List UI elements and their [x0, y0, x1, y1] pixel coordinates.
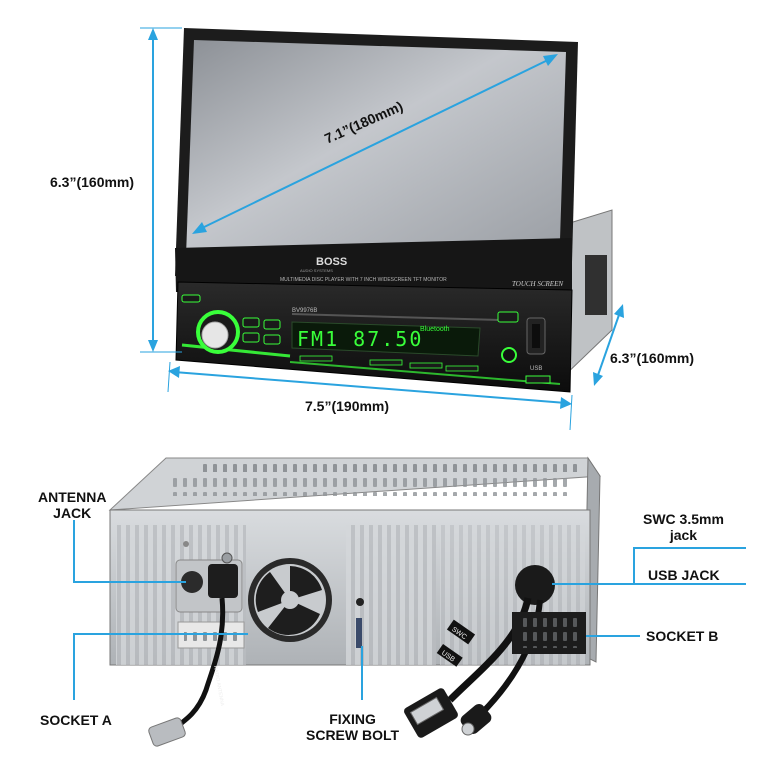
fixing-rail	[356, 618, 362, 648]
socket-a-callout-line	[73, 633, 248, 700]
swc-jack-label: SWC 3.5mm jack	[643, 511, 724, 543]
fan-blade-1	[290, 566, 322, 600]
fixing-screw-bolt-label-line1: FIXING	[329, 711, 376, 727]
antenna-plug	[148, 717, 186, 747]
height-dimension-label: 6.3”(160mm)	[50, 174, 135, 190]
sel-button[interactable]	[525, 375, 551, 384]
antenna-jack	[181, 571, 203, 593]
swc-usb-grommet	[515, 565, 555, 605]
antenna-cable-tag: RADIO ANTENNA	[212, 665, 225, 707]
diagonal-arrow-start	[192, 222, 207, 234]
height-arrow-top	[148, 28, 158, 40]
usb-label: USB	[530, 366, 542, 372]
preset-3-button[interactable]	[409, 362, 443, 369]
antenna-cable-boot	[208, 564, 238, 598]
socket-b-label: SOCKET B	[646, 628, 719, 644]
rear-screw-1	[183, 541, 189, 547]
width-dimension-label: 7.5”(190mm)	[305, 398, 390, 414]
swc-jack-tip	[461, 722, 475, 736]
prev-button[interactable]	[242, 332, 260, 343]
usb-jack-label: USB JACK	[648, 567, 720, 583]
brand-logo: BOSS	[316, 256, 347, 268]
antenna-jack-label-line1: ANTENNA	[38, 489, 107, 505]
antenna-jack-label-line2: JACK	[53, 505, 92, 521]
diagonal-line	[197, 57, 553, 231]
antenna-jack-label: ANTENNA JACK	[38, 489, 106, 521]
rear-top-vents	[200, 462, 580, 472]
brand-sub: AUDIO SYSTEMS	[300, 268, 333, 273]
mute-button[interactable]	[242, 317, 260, 328]
height-arrow-bottom	[148, 340, 158, 352]
tagline-text: MULTIMEDIA DISC PLAYER WITH 7 INCH WIDES…	[280, 277, 447, 283]
depth-line	[596, 311, 621, 379]
fixing-screw-bolt	[356, 598, 364, 606]
monitor-screen	[186, 40, 566, 256]
swc-jack-label-line2: jack	[669, 527, 698, 543]
usb-connector-port	[409, 696, 445, 726]
swc-jack-label-line1: SWC 3.5mm	[643, 511, 724, 527]
depth-arrow-bottom	[593, 372, 603, 386]
diagonal-arrow-end	[543, 54, 558, 66]
fan-blade-2	[268, 600, 320, 635]
width-arrow-right	[560, 397, 572, 409]
antenna-cable	[170, 597, 226, 733]
socket-b-pins	[518, 618, 580, 648]
faceplate-led-left	[181, 343, 291, 358]
preset-1-button[interactable]	[299, 355, 333, 362]
width-ext-right	[569, 394, 573, 431]
width-arrow-left	[168, 366, 180, 378]
depth-arrow-top	[614, 304, 624, 318]
usb-cable	[447, 597, 532, 703]
lcd-display	[291, 321, 481, 357]
fixing-screw-bolt-label-line2: SCREW BOLT	[306, 727, 400, 743]
bluetooth-label: Bluetooth	[420, 326, 450, 333]
antenna-screw	[221, 552, 233, 564]
swc-tag	[446, 619, 476, 645]
faceplate-led-bottom	[289, 361, 561, 385]
fan-hub	[281, 591, 299, 609]
fixing-screw-bolt-label: FIXING SCREW BOLT	[306, 711, 399, 743]
dimension-lines	[140, 27, 624, 431]
band-button[interactable]	[263, 334, 281, 345]
eject-button[interactable]	[497, 311, 519, 323]
width-ext-left	[167, 361, 171, 393]
next-button[interactable]	[263, 319, 281, 330]
depth-dimension-label: 6.3”(160mm)	[610, 350, 695, 366]
width-line	[173, 371, 567, 404]
socket-a-label: SOCKET A	[40, 712, 112, 728]
power-button[interactable]	[181, 294, 201, 303]
disc-slot	[291, 313, 501, 321]
preset-2-button[interactable]	[369, 359, 403, 366]
callout-lines	[73, 520, 746, 700]
preset-4-button[interactable]	[445, 365, 479, 372]
usb-port-slot	[532, 324, 540, 348]
chassis-side-slot	[585, 255, 607, 315]
antenna-jack-callout-line	[73, 520, 186, 583]
lcd-readout: FM1 87.50	[297, 327, 423, 351]
swc-jack-callout-line	[552, 547, 746, 585]
volume-knob[interactable]	[201, 321, 229, 349]
touch-screen-badge: TOUCH SCREEN	[512, 280, 563, 288]
aux-jack[interactable]	[501, 347, 517, 363]
usb-tag	[436, 644, 463, 667]
rear-top-vents-2	[170, 476, 570, 496]
model-label: BV9976B	[292, 308, 317, 314]
